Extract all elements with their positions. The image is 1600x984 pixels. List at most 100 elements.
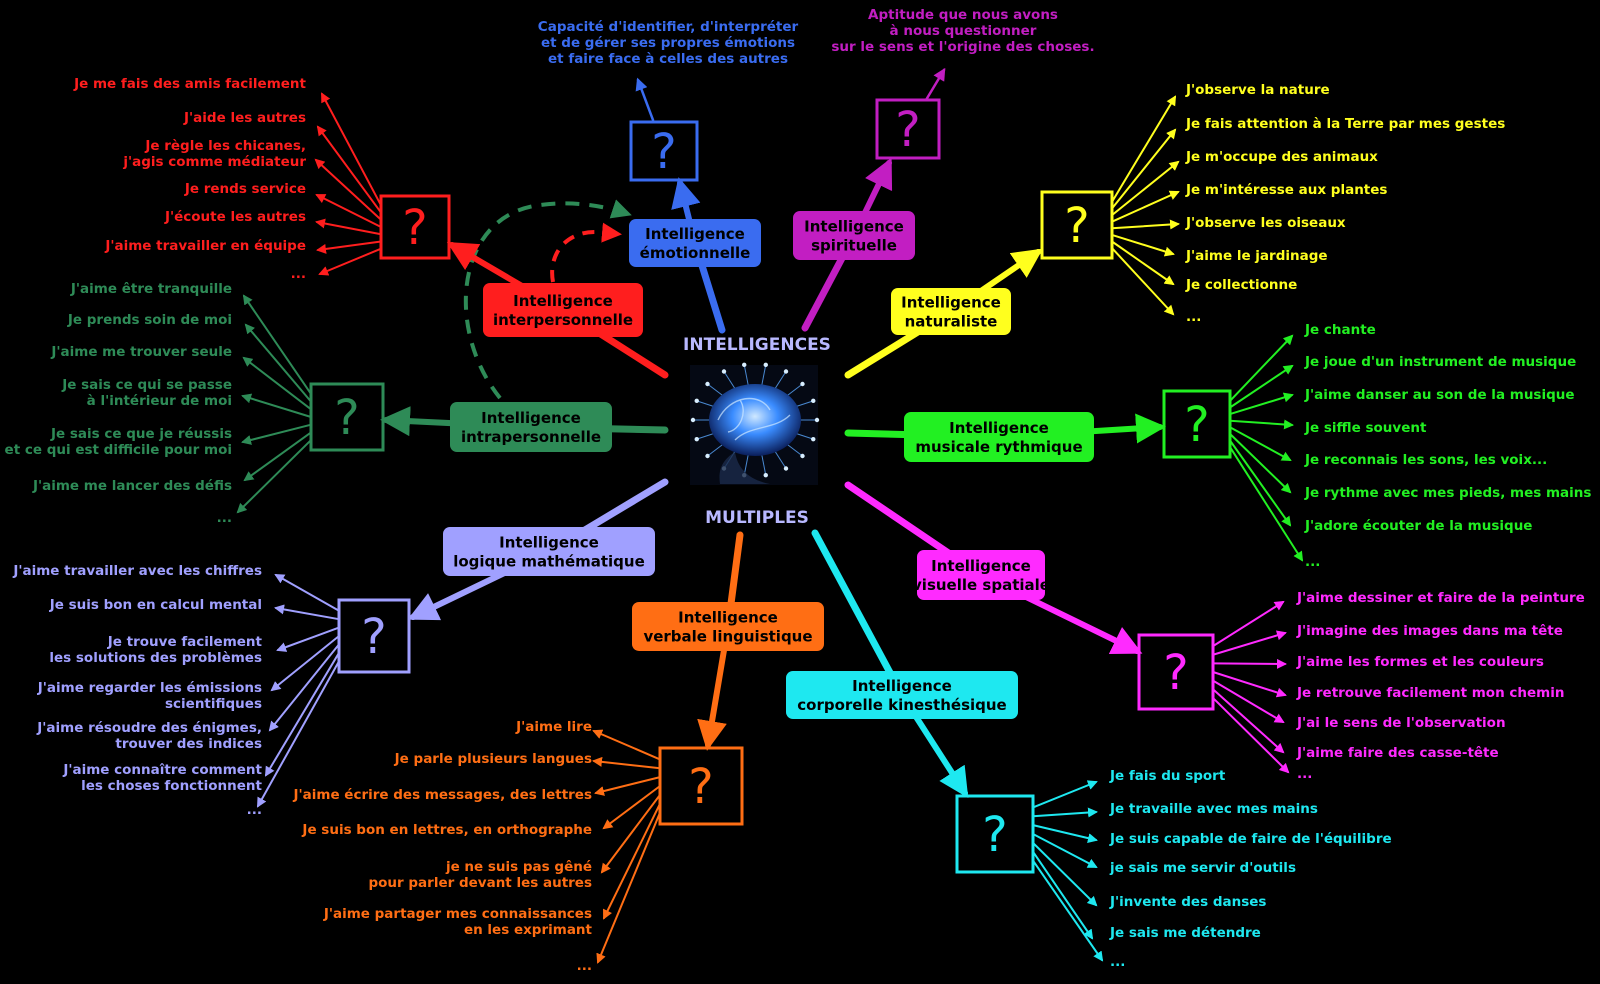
item-musicale: Je reconnais les sons, les voix... <box>1304 452 1547 468</box>
title-bottom: MULTIPLES <box>705 508 809 528</box>
question-mark-interpersonnelle: ? <box>402 200 427 256</box>
edge-desc-spirituelle <box>924 67 946 102</box>
neural-node <box>694 398 699 404</box>
edge-item-musicale <box>1229 392 1294 416</box>
neural-node <box>800 381 805 387</box>
question-box-spirituelle <box>875 98 941 160</box>
edge-item-intrapersonnelle <box>241 393 312 418</box>
edge-item-musicale <box>1229 432 1292 494</box>
edge-item-visuelle <box>1212 671 1287 698</box>
neural-node <box>705 453 710 459</box>
node-musicale <box>904 412 1094 462</box>
question-mark-verbale: ? <box>688 759 713 815</box>
item-musicale: J'adore écouter de la musique <box>1304 518 1532 534</box>
edge-item-intrapersonnelle <box>241 423 312 445</box>
node-emotionnelle <box>629 219 761 267</box>
item-verbale: ... <box>577 958 592 974</box>
question-mark-intrapersonnelle: ? <box>334 390 359 446</box>
item-musicale: Je siffle souvent <box>1304 420 1427 436</box>
neural-node <box>742 362 747 368</box>
item-verbale: Je parle plusieurs langues <box>394 751 592 767</box>
edge-desc-emotionnelle <box>635 77 655 122</box>
edge-item-intrapersonnelle <box>242 294 312 395</box>
title-top: INTELLIGENCES <box>683 335 831 355</box>
neural-node <box>690 417 696 423</box>
head-silhouette <box>719 452 770 484</box>
question-box-naturaliste <box>1040 190 1114 260</box>
item-logique: Je suis bon en calcul mental <box>49 597 262 613</box>
item-corporelle: Je travaille avec mes mains <box>1109 801 1318 817</box>
edge-item-visuelle <box>1212 688 1285 754</box>
item-corporelle: J'invente des danses <box>1109 894 1266 910</box>
neural-node <box>814 417 820 423</box>
edge-item-logique <box>274 574 340 612</box>
question-mark-naturaliste: ? <box>1064 198 1089 254</box>
item-naturaliste: J'observe les oiseaux <box>1185 215 1346 231</box>
question-box-corporelle <box>955 794 1035 874</box>
item-musicale: J'aime danser au son de la musique <box>1304 387 1575 403</box>
item-corporelle: Je sais me détendre <box>1109 925 1261 941</box>
node-visuelle <box>917 550 1045 600</box>
edge-item-interpersonnelle <box>316 125 382 214</box>
edge-item-visuelle <box>1212 630 1287 656</box>
node-naturaliste <box>891 288 1011 335</box>
edge-item-naturaliste <box>1111 240 1175 286</box>
question-box-emotionnelle <box>629 120 699 182</box>
edge-item-verbale <box>592 729 661 761</box>
edge-item-verbale <box>603 802 661 920</box>
brain-folds <box>717 397 791 441</box>
edge-item-intrapersonnelle <box>236 439 312 514</box>
edge-item-corporelle <box>1032 841 1098 907</box>
edge-item-verbale <box>594 776 661 796</box>
item-interpersonnelle: ... <box>291 266 306 282</box>
question-box-visuelle <box>1137 633 1215 711</box>
item-verbale: Je suis bon en lettres, en orthographe <box>301 822 592 838</box>
question-mark-spirituelle: ? <box>895 102 920 158</box>
edge-item-corporelle <box>1032 807 1098 818</box>
edge-item-musicale <box>1229 364 1294 409</box>
brain-image <box>690 362 820 485</box>
question-mark-emotionnelle: ? <box>651 124 676 180</box>
question-mark-logique: ? <box>361 609 386 665</box>
item-intrapersonnelle: J'aime me trouver seule <box>50 344 232 360</box>
edge-item-naturaliste <box>1111 233 1175 257</box>
item-verbale: J'aime écrire des messages, des lettres <box>292 787 592 803</box>
edge-item-logique <box>264 651 340 777</box>
item-naturaliste: Je m'intéresse aux plantes <box>1185 182 1387 198</box>
item-visuelle: J'aime dessiner et faire de la peinture <box>1296 590 1585 606</box>
node-interpersonnelle <box>483 283 643 337</box>
node-corporelle <box>786 671 1018 719</box>
edge-item-corporelle <box>1032 850 1094 940</box>
item-corporelle: je sais me servir d'outils <box>1109 860 1296 876</box>
question-box-musicale <box>1162 389 1232 459</box>
item-interpersonnelle: J'écoute les autres <box>164 209 306 225</box>
item-musicale: Je chante <box>1304 322 1376 338</box>
neural-node <box>783 466 789 471</box>
edge-item-interpersonnelle <box>318 247 382 276</box>
item-logique: J'aime résoudre des énigmes,trouver des … <box>36 720 262 752</box>
item-interpersonnelle: Je règle les chicanes,j'agis comme média… <box>122 138 306 170</box>
item-naturaliste: Je fais attention à la Terre par mes ges… <box>1185 116 1505 132</box>
neural-node <box>721 369 727 374</box>
edge-item-verbale <box>600 793 661 874</box>
item-naturaliste: Je collectionne <box>1185 277 1297 293</box>
question-box-interpersonnelle <box>379 194 451 260</box>
edge-item-musicale <box>1229 426 1292 461</box>
edge-item-verbale <box>602 785 661 830</box>
item-visuelle: ... <box>1297 766 1312 782</box>
item-musicale: ... <box>1305 554 1320 570</box>
question-box-intrapersonnelle <box>309 382 385 452</box>
edge-item-musicale <box>1229 439 1292 527</box>
node-intrapersonnelle <box>450 402 612 452</box>
item-visuelle: J'aime les formes et les couleurs <box>1296 654 1544 670</box>
item-corporelle: Je suis capable de faire de l'équilibre <box>1109 831 1392 847</box>
